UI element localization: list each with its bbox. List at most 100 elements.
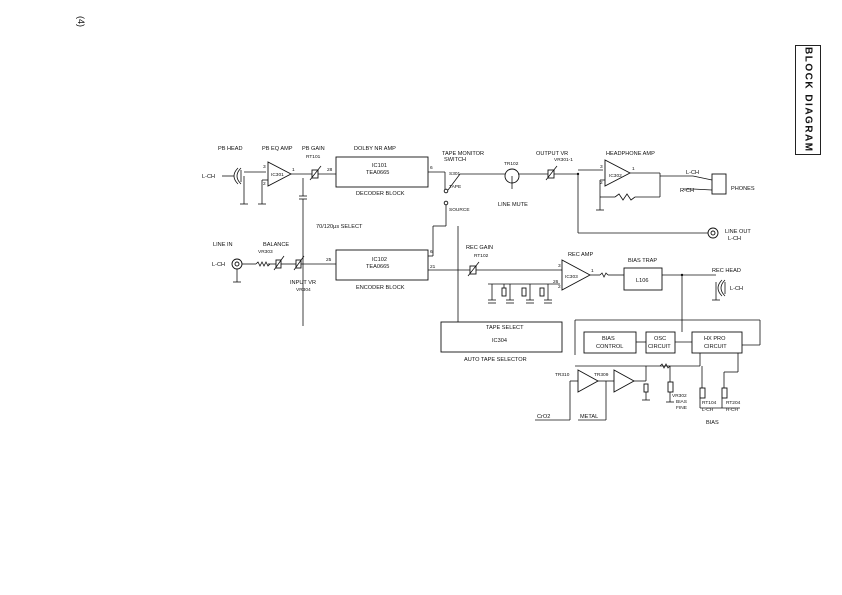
label-bias: BIAS <box>706 420 719 426</box>
label-decoder-block: DECODER BLOCK <box>356 191 405 197</box>
label-pb-lch: L-CH <box>202 174 215 180</box>
pin: 21 <box>430 264 436 270</box>
pin: 3 <box>263 164 266 170</box>
label-rec-head: REC HEAD <box>712 268 741 274</box>
label-line-mute: LINE MUTE <box>498 202 528 208</box>
label-input-vr: INPUT VR <box>290 280 316 286</box>
pin: 2 <box>558 284 561 290</box>
label-vr304: VR304 <box>296 287 311 293</box>
label-ic301: IC301 <box>271 172 284 178</box>
label-tape-select: TAPE SELECT <box>486 325 524 331</box>
osc-circuit-block <box>645 331 676 354</box>
ic303-amp-symbol <box>561 259 591 291</box>
pin: 6 <box>430 249 433 255</box>
label-vr302: VR302 <box>672 393 687 399</box>
label-pb-gain: PB GAIN <box>302 146 325 152</box>
label-in-lch: L-CH <box>212 262 225 268</box>
label-out-rch: R-CH <box>680 188 694 194</box>
label-source: SOURCE <box>449 207 470 213</box>
page-title: BLOCK DIAGRAM <box>802 47 814 153</box>
label-vr301-1: VR301-1 <box>554 157 573 163</box>
label-rec-amp: REC AMP <box>568 252 593 258</box>
pin: 2 <box>600 180 603 186</box>
label-tape: TAPE <box>449 184 461 190</box>
label-cro2: CrO2 <box>537 414 550 420</box>
label-tea0665-2: TEA0665 <box>366 264 389 270</box>
label-auto-tape-selector: AUTO TAPE SELECTOR <box>464 357 527 363</box>
label-rt104: RT104 <box>702 400 717 406</box>
label-rt204-ch: R-CH <box>726 407 739 413</box>
label-bias-trap: BIAS TRAP <box>628 258 657 264</box>
label-bias-control-1: BIAS <box>602 336 615 342</box>
label-hxpro-1: HX PRO <box>704 336 726 342</box>
label-ic304: IC304 <box>492 338 507 344</box>
tr309-transistor <box>613 369 635 393</box>
l106-bias-trap <box>623 267 663 291</box>
label-line-in: LINE IN <box>213 242 233 248</box>
label-tr102: TR102 <box>504 161 519 167</box>
label-osc-1: OSC <box>654 336 666 342</box>
pin: 6 <box>430 165 433 171</box>
pb-head-symbol <box>233 167 242 185</box>
label-bias-fine-2: FINE <box>676 405 687 411</box>
label-dolby-nr-amp: DOLBY NR AMP <box>354 146 396 152</box>
label-output-vr: OUTPUT VR <box>536 151 568 157</box>
label-rt104-ch: L-CH <box>702 407 714 413</box>
label-line-out: LINE OUT <box>725 229 751 235</box>
ic101-decoder-block <box>335 156 429 188</box>
label-switch: SWITCH <box>444 157 466 163</box>
label-vr303: VR303 <box>258 249 273 255</box>
label-encoder-block: ENCODER BLOCK <box>356 285 405 291</box>
label-rec-lch: L-CH <box>730 286 743 292</box>
label-ic303: IC303 <box>565 274 578 280</box>
label-out-lch: L-CH <box>686 170 699 176</box>
label-pb-head: PB HEAD <box>218 146 243 152</box>
label-rt101: RT101 <box>306 154 321 160</box>
label-tape-monitor: TAPE MONITOR <box>442 151 484 157</box>
pin: 1 <box>591 268 594 274</box>
label-tea0665-1: TEA0665 <box>366 170 389 176</box>
vr302-resistor <box>667 381 674 393</box>
rt204-resistor <box>721 387 728 399</box>
label-ic101: IC101 <box>372 163 387 169</box>
label-pb-eq-amp: PB EQ AMP <box>262 146 293 152</box>
label-s301: S301 <box>449 171 461 177</box>
label-line-out-lch: L-CH <box>728 236 741 242</box>
label-tr310: TR310 <box>555 372 570 378</box>
bias-control-block <box>583 331 637 354</box>
label-ic102: IC102 <box>372 257 387 263</box>
label-tr309: TR309 <box>594 372 609 378</box>
label-phones: PHONES <box>731 186 755 192</box>
label-bias-control-2: CONTROL <box>596 344 623 350</box>
phones-jack <box>711 173 727 195</box>
label-osc-2: CIRCUIT <box>648 344 671 350</box>
rec-filter-network <box>488 284 552 304</box>
pin: 28 <box>327 167 333 173</box>
ic304-auto-tape-selector <box>440 321 563 353</box>
label-tc-select: 70/120μs SELECT <box>316 224 363 230</box>
label-rt204: RT204 <box>726 400 741 406</box>
label-metal: METAL <box>580 414 598 420</box>
pin: 1 <box>292 167 295 173</box>
label-balance: BALANCE <box>263 242 289 248</box>
label-rec-gain: REC GAIN <box>466 245 493 251</box>
pin: 25 <box>326 257 332 263</box>
rt104-resistor <box>699 387 706 399</box>
ic102-encoder-block <box>335 249 429 281</box>
label-l106: L106 <box>636 278 648 284</box>
pin: 1 <box>632 166 635 172</box>
ic301-amp-symbol <box>267 161 292 187</box>
pin: 3 <box>600 164 603 170</box>
ic302-amp-symbol <box>604 159 631 187</box>
label-bias-fine-1: BIAS <box>676 399 687 405</box>
pin: 2 <box>263 181 266 187</box>
label-rt102: RT102 <box>474 253 489 259</box>
label-hxpro-2: CIRCUIT <box>704 344 727 350</box>
label-ic302: IC302 <box>609 173 622 179</box>
pin: 3 <box>558 263 561 269</box>
hx-pro-circuit-block <box>691 331 743 354</box>
label-headphone-amp: HEADPHONE AMP <box>606 151 655 157</box>
pin: 26 <box>553 279 559 285</box>
